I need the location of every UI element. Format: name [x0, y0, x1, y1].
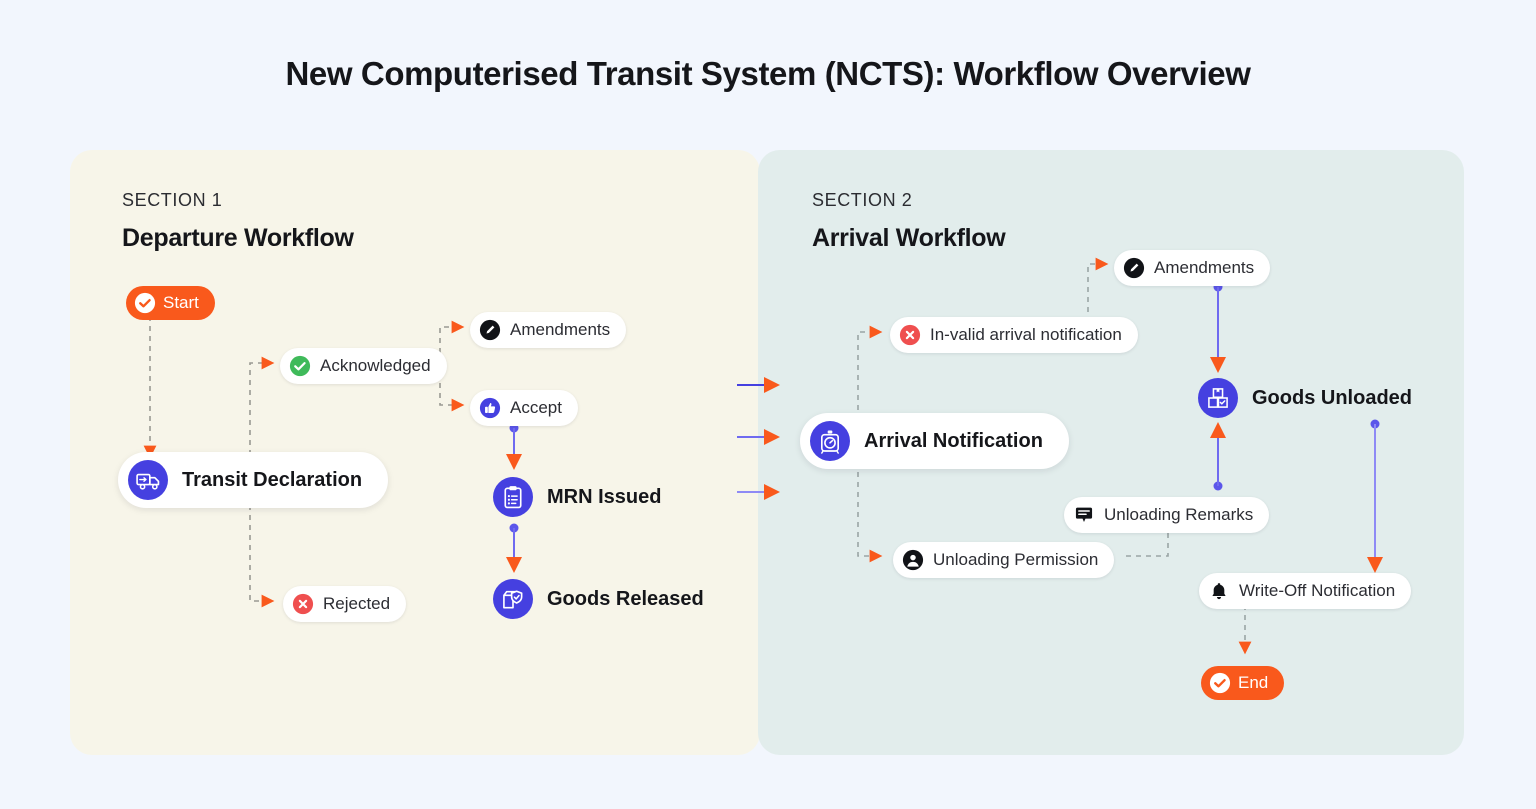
node-end[interactable]: End [1201, 666, 1285, 700]
node-acknowledged-label: Acknowledged [320, 356, 431, 375]
section-1-eyebrow: SECTION 1 [122, 190, 223, 210]
node-unloading-remarks[interactable]: Unloading Remarks [1064, 497, 1270, 533]
node-arrival-notification-label: Arrival Notification [864, 429, 1043, 452]
node-amendments-2-label: Amendments [1154, 258, 1255, 277]
thumbs-up-icon [479, 397, 501, 419]
connector-invalid-amendments [1087, 257, 1109, 332]
check-circle-icon [134, 292, 156, 314]
node-goods-released[interactable]: Goods Released [493, 579, 704, 619]
node-arrival-notification[interactable]: Arrival Notification [800, 413, 1069, 469]
node-start[interactable]: Start [126, 286, 215, 320]
pencil-circle-icon [479, 319, 501, 341]
node-amendments-2[interactable]: Amendments [1114, 250, 1271, 286]
node-invalid-arrival-label: In-valid arrival notification [930, 325, 1122, 344]
person-circle-icon [902, 549, 924, 571]
node-transit-declaration-label: Transit Declaration [182, 468, 363, 491]
section-2-eyebrow: SECTION 2 [812, 190, 913, 210]
node-mrn-issued-label: MRN Issued [547, 485, 662, 508]
pencil-circle-icon [1123, 257, 1145, 279]
node-unloading-permission[interactable]: Unloading Permission [893, 542, 1115, 578]
node-mrn-issued[interactable]: MRN Issued [493, 477, 661, 517]
node-invalid-arrival[interactable]: In-valid arrival notification [890, 317, 1138, 353]
node-goods-released-label: Goods Released [547, 587, 704, 610]
stopwatch-icon [810, 421, 850, 461]
node-write-off[interactable]: Write-Off Notification [1199, 573, 1412, 609]
node-start-label: Start [163, 293, 199, 312]
node-goods-unloaded[interactable]: Goods Unloaded [1198, 378, 1412, 418]
bell-icon [1212, 583, 1226, 600]
check-circle-icon [1209, 672, 1231, 694]
node-accept-label: Accept [510, 398, 562, 417]
node-amendments[interactable]: Amendments [470, 312, 627, 348]
section-2-title: Arrival Workflow [812, 224, 1006, 252]
x-circle-icon [899, 324, 921, 346]
node-write-off-label: Write-Off Notification [1239, 581, 1396, 600]
speech-bubble-icon [1075, 507, 1093, 522]
page-title: New Computerised Transit System (NCTS): … [285, 55, 1251, 92]
node-unloading-permission-label: Unloading Permission [933, 550, 1099, 569]
x-circle-icon [292, 593, 314, 615]
connector-arrival-permission [857, 462, 883, 563]
node-rejected[interactable]: Rejected [283, 586, 407, 622]
node-transit-declaration[interactable]: Transit Declaration [118, 452, 389, 508]
node-goods-unloaded-label: Goods Unloaded [1252, 386, 1412, 409]
truck-icon [128, 460, 168, 500]
connector-permission-remarks [1126, 528, 1169, 557]
connector-arrival-invalid [857, 325, 883, 420]
clipboard-icon [493, 477, 533, 517]
section-1-title: Departure Workflow [122, 224, 354, 252]
node-unloading-remarks-label: Unloading Remarks [1104, 505, 1254, 524]
node-acknowledged[interactable]: Acknowledged [280, 348, 447, 384]
check-circle-icon [289, 355, 311, 377]
node-rejected-label: Rejected [323, 594, 391, 613]
connector-transit-rejected [249, 505, 275, 608]
packages-icon [1198, 378, 1238, 418]
node-amendments-label: Amendments [510, 320, 611, 339]
connector-transit-acknowledged [249, 356, 275, 455]
node-accept[interactable]: Accept [470, 390, 578, 426]
node-end-label: End [1238, 673, 1269, 692]
box-shield-icon [493, 579, 533, 619]
